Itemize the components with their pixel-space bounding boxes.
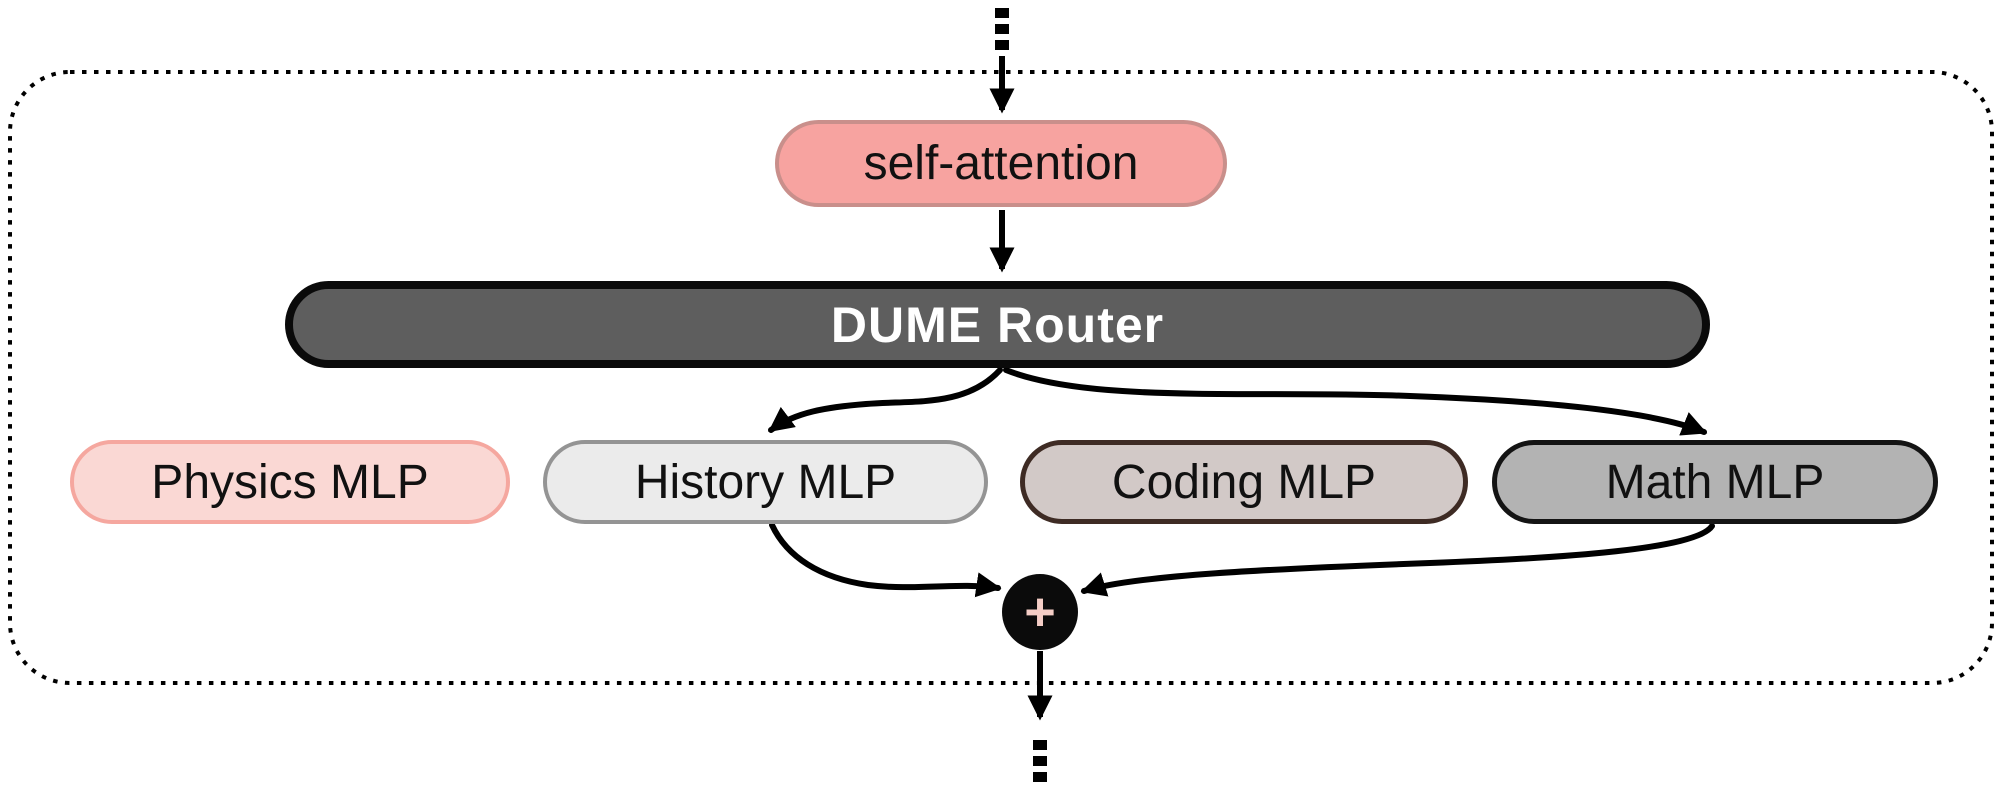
vertical-ellipsis-bottom-icon bbox=[1033, 740, 1047, 782]
self-attention-node: self-attention bbox=[775, 120, 1227, 207]
expert-history-node: History MLP bbox=[543, 440, 988, 524]
expert-coding-node: Coding MLP bbox=[1020, 440, 1468, 524]
vertical-ellipsis-top-icon bbox=[995, 8, 1009, 50]
plus-icon: + bbox=[1024, 582, 1056, 642]
expert-math-node: Math MLP bbox=[1492, 440, 1938, 524]
arrow-router-to-math bbox=[1003, 367, 1708, 436]
layer-boundary bbox=[8, 70, 1994, 685]
arrow-math-to-sum bbox=[1080, 523, 1715, 597]
arrow-router-to-history bbox=[768, 367, 1003, 433]
dume-router-node: DUME Router bbox=[285, 281, 1710, 368]
expert-physics-node: Physics MLP bbox=[70, 440, 510, 524]
arrow-history-to-sum bbox=[769, 522, 1002, 598]
sum-node: + bbox=[1002, 574, 1078, 650]
